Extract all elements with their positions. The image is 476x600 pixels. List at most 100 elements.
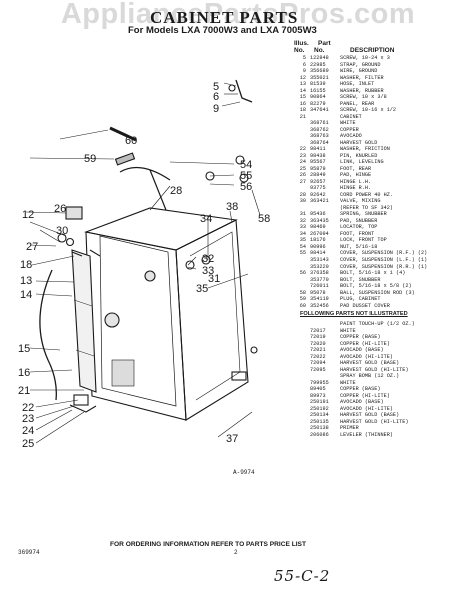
part-description: NUT, 5/16-18 (340, 243, 378, 250)
part-no: 799955 (310, 379, 329, 386)
rear-panel (71, 249, 97, 393)
callout-28: 28 (170, 185, 182, 197)
part-description: CABINET (340, 113, 362, 120)
part-no: 98414 (310, 250, 326, 257)
illus-no: 16 (299, 100, 306, 107)
part-description: SCREW, 10-24 x 3 (340, 55, 390, 61)
part-no: 250192 (310, 405, 329, 412)
callout-59: 59 (84, 153, 96, 165)
part-no: 95078 (310, 289, 326, 296)
part-description: COVER, SUSPENSION (R.R.) (1) (340, 263, 428, 270)
part-no: 363421 (310, 198, 329, 205)
part-description: HINGE L.H. (340, 178, 372, 185)
part-no: 90864 (310, 94, 326, 101)
parts-row: 353220 COVER, SUSPENSION (R.R.) (1) (294, 264, 474, 271)
callout-56: 56 (240, 181, 252, 193)
part-no: 89973 (310, 392, 326, 399)
header-no: No. (294, 47, 305, 54)
part-description: FOOT, FRONT (340, 230, 375, 237)
part-no: 250134 (310, 412, 329, 419)
part-no: 122848 (310, 55, 329, 61)
part-description: AVOCADO (HI-LITE) (340, 405, 393, 412)
part-description: WIRE, GROUND (340, 68, 378, 75)
illus-no: 24 (299, 159, 306, 166)
part-description: HARVEST GOLD (BASE) (340, 360, 400, 367)
front-foot (231, 371, 247, 381)
illus-no: 18 (299, 107, 306, 114)
callout-38: 38 (226, 201, 238, 213)
part-description: WHITE (340, 327, 356, 334)
part-description: (REFER TO SF 342) (340, 204, 393, 211)
part-no: 22985 (310, 61, 326, 68)
part-description: COVER, SUSPENSION (R.F.) (2) (340, 250, 428, 257)
callout-37: 37 (226, 433, 238, 445)
callout-24: 24 (22, 425, 34, 437)
part-description: COPPER (BASE) (340, 334, 381, 341)
part-description: HARVEST GOLD (340, 139, 378, 146)
illus-no: 27 (299, 178, 306, 185)
illus-no: 31 (299, 211, 306, 218)
part-description: PLUG, CABINET (340, 296, 381, 303)
part-description: PAD, HINGE (340, 172, 372, 179)
callout-22: 22 (22, 402, 34, 414)
part-no: 267094 (310, 230, 329, 237)
callout-13: 13 (20, 275, 32, 287)
part-description: SPRING, SNUBBER (340, 211, 387, 218)
callout-16: 16 (18, 367, 30, 379)
header-illus: Illus. (294, 40, 309, 47)
part-description: PRIMER (340, 425, 359, 432)
part-no: 347641 (310, 107, 329, 114)
part-description: PANEL, REAR (340, 100, 375, 107)
handwritten-note: 55-C-2 (274, 567, 331, 585)
illus-no: 14 (299, 87, 306, 94)
part-description: SPRAY BOMB (12 OZ.) (340, 373, 400, 380)
part-description: BOLT, 5/16-18 x 1 (4) (340, 270, 406, 277)
part-description: LINK, LEVELING (340, 159, 384, 166)
part-description: COPPER (340, 126, 359, 133)
callout-18: 18 (20, 259, 32, 271)
part-description: AVOCADO (340, 133, 362, 140)
part-no: 353220 (310, 263, 329, 270)
illus-no: 21 (299, 113, 306, 120)
illus-no: 33 (299, 224, 306, 231)
part-no: 28849 (310, 172, 326, 179)
part-description: HINGE R.H. (340, 185, 372, 192)
part-no: 95879 (310, 165, 326, 172)
part-description: WASHER, RUBBER (340, 87, 384, 94)
part-description: WASHER, FRICTION (340, 146, 390, 153)
callout-9: 9 (213, 103, 219, 115)
part-description: VALVE, MIXING (340, 198, 381, 205)
power-cord (39, 269, 57, 401)
part-no: 368764 (310, 139, 329, 146)
illus-no: 5 (302, 55, 306, 61)
part-description: PAINT TOUCH-UP (1/2 OZ.) (340, 321, 415, 328)
illus-no: 23 (299, 152, 306, 159)
illus-no: 13 (299, 81, 306, 88)
figure-label: A-9974 (233, 469, 255, 476)
header-part-no: No. (314, 47, 325, 54)
part-description: AVOCADO (HI-LITE) (340, 353, 393, 360)
part-no: 92642 (310, 191, 326, 198)
